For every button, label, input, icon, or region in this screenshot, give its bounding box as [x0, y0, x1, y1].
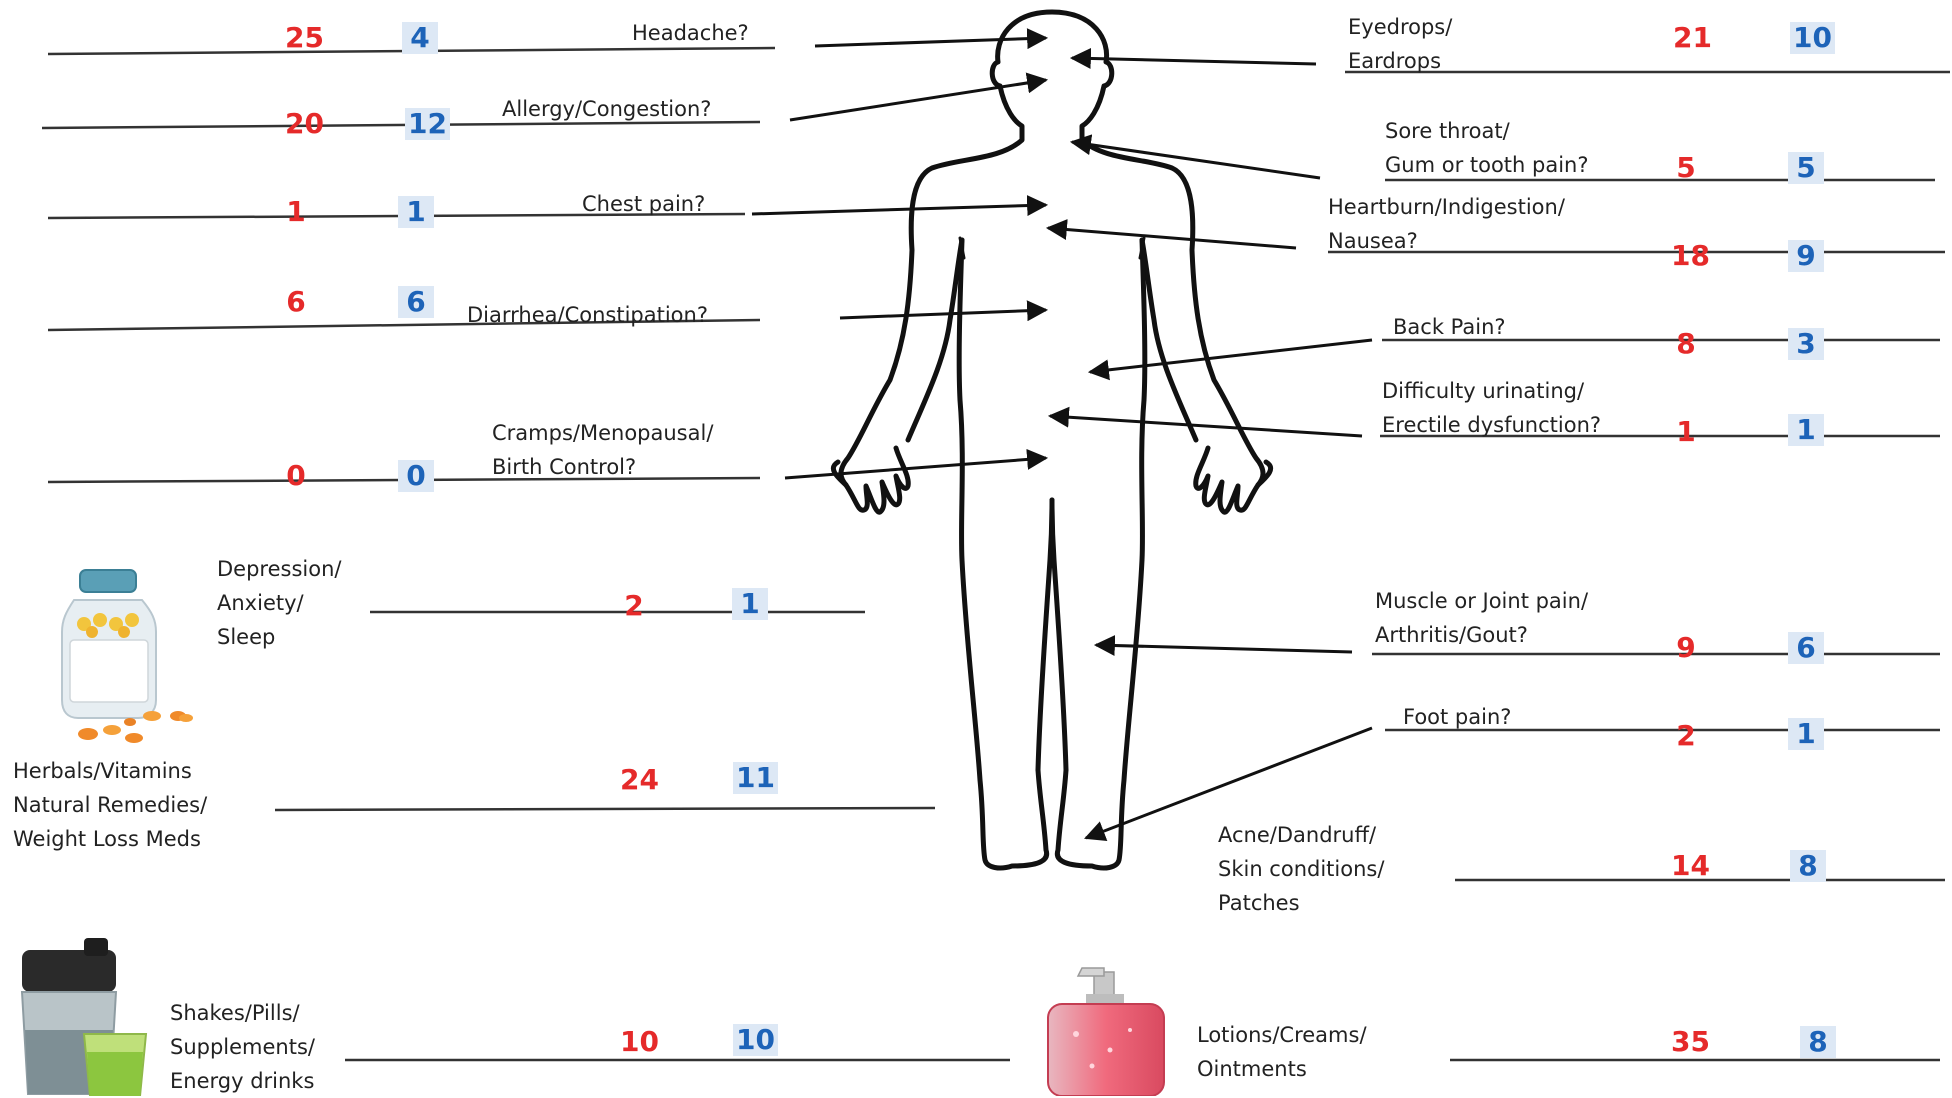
shakes-count-blue: 10 — [733, 1024, 778, 1056]
herbals-count-blue: 11 — [733, 762, 778, 794]
foot-pain-count-red: 2 — [1668, 720, 1704, 752]
chest-pain-count-blue: 1 — [398, 196, 434, 228]
herbals-label: Herbals/Vitamins Natural Remedies/ Weigh… — [13, 754, 207, 856]
left-underlines — [42, 48, 1010, 1060]
heartburn-label: Heartburn/Indigestion/ Nausea? — [1328, 190, 1565, 258]
lotion-pump-bottle-icon — [1048, 968, 1164, 1096]
headache-count-blue: 4 — [402, 22, 438, 54]
back-pain-count-red: 8 — [1668, 328, 1704, 360]
herbals-count-red: 24 — [617, 764, 662, 796]
urinating-count-blue: 1 — [1788, 414, 1824, 446]
depression-count-red: 2 — [616, 590, 652, 622]
human-body-outline — [833, 12, 1270, 868]
foot-pain-count-blue: 1 — [1788, 718, 1824, 750]
lotions-count-blue: 8 — [1800, 1026, 1836, 1058]
eyedrops-label: Eyedrops/ Eardrops — [1348, 10, 1452, 78]
foot-pain-label: Foot pain? — [1403, 700, 1511, 734]
lotions-label: Lotions/Creams/ Ointments — [1197, 1018, 1367, 1086]
heartburn-count-blue: 9 — [1788, 240, 1824, 272]
acne-count-red: 14 — [1668, 850, 1713, 882]
sore-throat-label: Sore throat/ Gum or tooth pain? — [1385, 114, 1589, 182]
acne-label: Acne/Dandruff/ Skin conditions/ Patches — [1218, 818, 1384, 920]
eyedrops-count-red: 21 — [1670, 22, 1715, 54]
headache-label: Headache? — [632, 16, 749, 50]
allergy-count-blue: 12 — [405, 108, 450, 140]
depression-count-blue: 1 — [732, 588, 768, 620]
headache-count-red: 25 — [282, 22, 327, 54]
back-pain-label: Back Pain? — [1393, 310, 1506, 344]
acne-count-blue: 8 — [1790, 850, 1826, 882]
cramps-count-blue: 0 — [398, 460, 434, 492]
diarrhea-label: Diarrhea/Constipation? — [467, 298, 708, 332]
shakes-label: Shakes/Pills/ Supplements/ Energy drinks — [170, 996, 315, 1098]
chest-pain-label: Chest pain? — [582, 187, 705, 221]
muscle-label: Muscle or Joint pain/ Arthritis/Gout? — [1375, 584, 1588, 652]
diarrhea-count-blue: 6 — [398, 286, 434, 318]
supplement-bottle-icon — [62, 570, 193, 743]
muscle-count-red: 9 — [1668, 632, 1704, 664]
depression-label: Depression/ Anxiety/ Sleep — [217, 552, 341, 654]
eyedrops-count-blue: 10 — [1790, 22, 1835, 54]
shaker-bottle-icon — [22, 938, 146, 1096]
urinating-count-red: 1 — [1668, 416, 1704, 448]
sore-throat-count-blue: 5 — [1788, 152, 1824, 184]
allergy-count-red: 20 — [282, 108, 327, 140]
heartburn-count-red: 18 — [1668, 240, 1713, 272]
sore-throat-count-red: 5 — [1668, 152, 1704, 184]
lotions-count-red: 35 — [1668, 1026, 1713, 1058]
allergy-label: Allergy/Congestion? — [502, 92, 711, 126]
back-pain-count-blue: 3 — [1788, 328, 1824, 360]
diarrhea-count-red: 6 — [278, 286, 314, 318]
urinating-label: Difficulty urinating/ Erectile dysfuncti… — [1382, 374, 1601, 442]
shakes-count-red: 10 — [617, 1026, 662, 1058]
muscle-count-blue: 6 — [1788, 632, 1824, 664]
chest-pain-count-red: 1 — [278, 196, 314, 228]
cramps-count-red: 0 — [278, 460, 314, 492]
cramps-label: Cramps/Menopausal/ Birth Control? — [492, 416, 713, 484]
